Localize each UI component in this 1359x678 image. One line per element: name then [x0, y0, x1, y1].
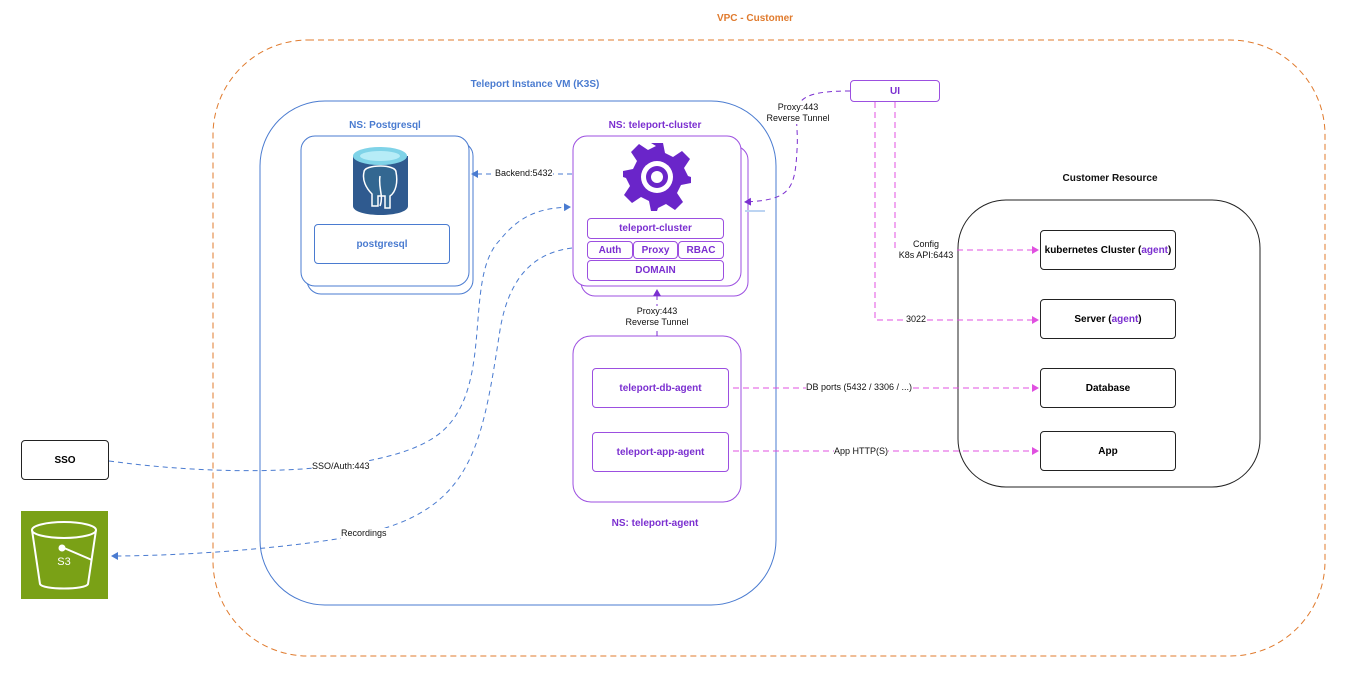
edge-label-proxy-top-2: Reverse Tunnel [766, 113, 830, 123]
teleport-gear-icon [623, 143, 691, 211]
ns-agent-box [572, 335, 742, 503]
vpc-boundary [212, 39, 1326, 657]
app-box[interactable]: App [1040, 431, 1176, 471]
kubernetes-cluster-box[interactable]: kubernetes Cluster (agent) [1040, 230, 1176, 270]
sso-box[interactable]: SSO [21, 440, 109, 480]
postgresql-db-box[interactable]: postgresql [314, 224, 450, 264]
edge-sso [108, 203, 571, 472]
server-agent-tag: agent [1111, 313, 1139, 325]
ns-cluster-title: NS: teleport-cluster [608, 120, 702, 131]
edge-recordings [111, 247, 573, 560]
ns-postgresql-title: NS: Postgresql [349, 120, 421, 131]
customer-resource-boundary [957, 199, 1261, 488]
edge-label-ssh: 3022 [906, 314, 927, 325]
ns-agent-title: NS: teleport-agent [611, 518, 699, 529]
teleport-vm-title: Teleport Instance VM (K3S) [470, 79, 600, 90]
auth-service-box[interactable]: Auth [587, 241, 633, 259]
edge-label-db-ports: DB ports (5432 / 3306 / ...) [806, 382, 913, 393]
k8s-suffix: ) [1168, 244, 1172, 256]
vpc-title: VPC - Customer [716, 13, 794, 24]
edge-label-config: Config K8s API:6443 [896, 239, 956, 261]
edge-label-proxy-mid: Proxy:443 Reverse Tunnel [623, 306, 691, 328]
rbac-service-box[interactable]: RBAC [678, 241, 724, 259]
server-prefix: Server ( [1074, 313, 1112, 325]
postgres-elephant-icon [353, 147, 408, 215]
domain-box[interactable]: DOMAIN [587, 260, 724, 281]
s3-label: S3 [57, 556, 71, 568]
edge-label-sso-auth: SSO/Auth:443 [312, 461, 370, 472]
k8s-prefix: kubernetes Cluster ( [1044, 244, 1142, 256]
teleport-app-agent-box[interactable]: teleport-app-agent [592, 432, 729, 472]
edge-label-backend: Backend:5432 [495, 168, 553, 179]
s3-tile [21, 511, 108, 599]
teleport-vm-boundary [259, 100, 777, 606]
edge-ui-server [874, 102, 1039, 324]
edge-label-proxy-mid-2: Reverse Tunnel [625, 317, 689, 327]
server-suffix: ) [1138, 313, 1142, 325]
proxy-service-box[interactable]: Proxy [633, 241, 678, 259]
database-box[interactable]: Database [1040, 368, 1176, 408]
edge-label-config-1: Config [912, 239, 939, 249]
edge-label-proxy-top: Proxy:443 Reverse Tunnel [764, 102, 832, 124]
edge-label-config-2: K8s API:6443 [898, 250, 954, 260]
edge-label-proxy-top-1: Proxy:443 [777, 102, 819, 112]
server-box[interactable]: Server (agent) [1040, 299, 1176, 339]
edge-ui-proxy [744, 90, 851, 206]
edge-ui-k8s [894, 102, 1039, 254]
edge-label-proxy-mid-1: Proxy:443 [636, 306, 678, 316]
teleport-cluster-box[interactable]: teleport-cluster [587, 218, 724, 239]
ui-box[interactable]: UI [850, 80, 940, 102]
edge-label-app-http: App HTTP(S) [834, 446, 889, 457]
teleport-db-agent-box[interactable]: teleport-db-agent [592, 368, 729, 408]
s3-bucket-icon [31, 521, 97, 590]
customer-resource-title: Customer Resource [1062, 173, 1158, 184]
edge-label-recordings: Recordings [341, 528, 387, 539]
k8s-agent-tag: agent [1141, 244, 1169, 256]
